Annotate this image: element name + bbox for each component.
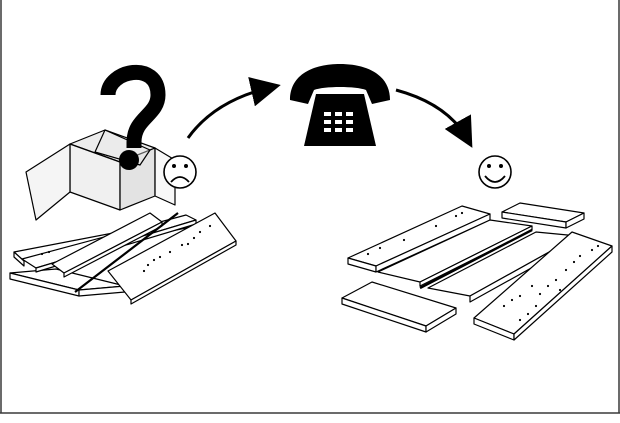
panel-holes — [40, 224, 212, 273]
panel — [501, 202, 585, 229]
panel — [377, 219, 533, 287]
arrow-to-happy-face — [395, 88, 473, 148]
telephone-icon — [290, 64, 390, 146]
panel — [473, 231, 613, 341]
loose-panel — [107, 212, 237, 305]
rod — [419, 228, 533, 290]
rod — [74, 212, 179, 293]
organized-panels — [341, 202, 613, 341]
arrow-to-phone — [186, 77, 281, 139]
sad-face-icon — [163, 155, 197, 189]
messy-panel-pile — [9, 212, 237, 305]
question-mark-icon — [100, 64, 166, 170]
open-box — [25, 129, 176, 221]
frame — [0, 0, 620, 414]
happy-face-icon — [478, 155, 512, 189]
panel-holes — [366, 211, 600, 322]
panel — [341, 281, 457, 333]
